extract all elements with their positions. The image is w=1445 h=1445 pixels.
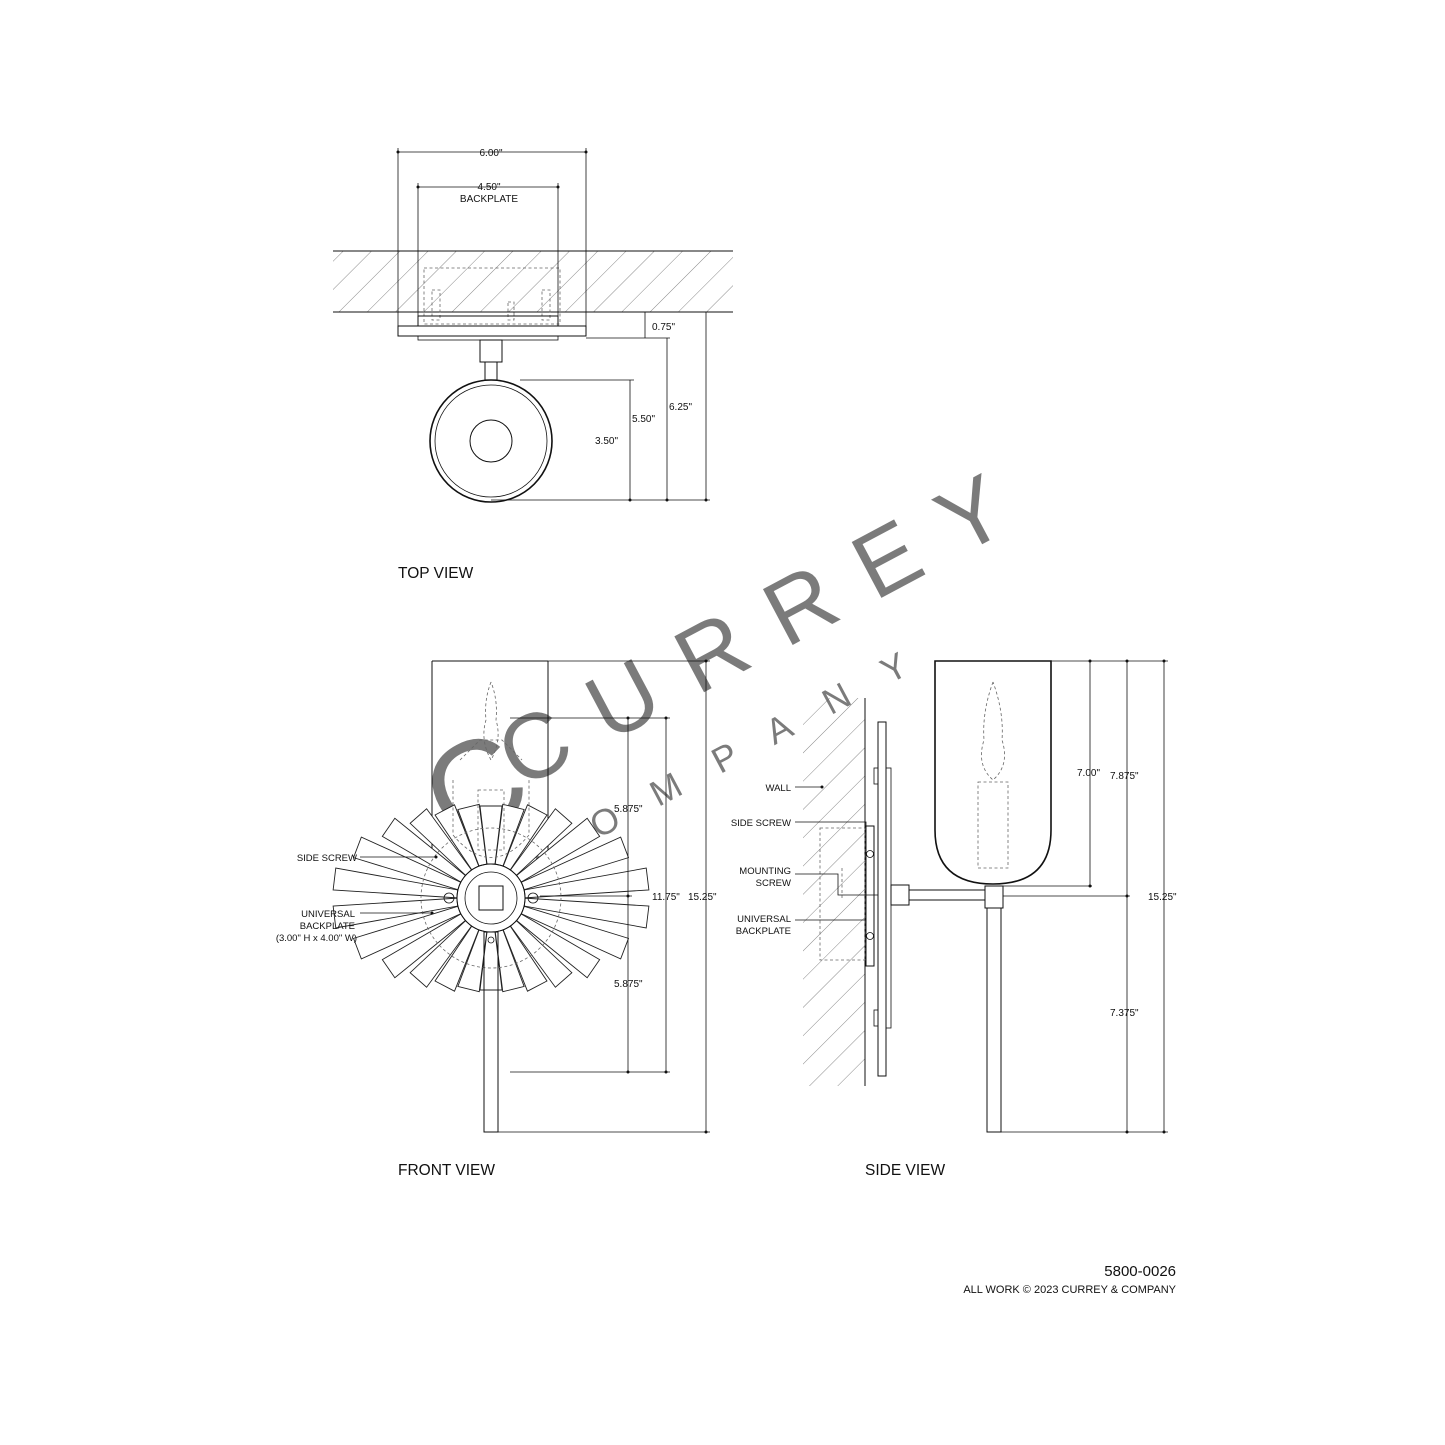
- side-callout-universal: UNIVERSAL: [737, 914, 791, 925]
- dim-side-top-to-arm: 7.875": [1110, 771, 1139, 782]
- side-callout-backplate: BACKPLATE: [736, 926, 791, 937]
- part-number: 5800-0026: [1104, 1263, 1176, 1280]
- dim-front-upper: 5.875": [614, 804, 643, 815]
- front-callout-backplate-size: (3.00" H x 4.00" W): [276, 933, 357, 944]
- side-view-wall-hatch: [803, 698, 865, 1086]
- side-view-backplate: [865, 825, 875, 967]
- dim-side-arm-to-bottom: 7.375": [1110, 1008, 1139, 1019]
- side-view-drawing: 7.00" 7.875" 7.375" 15.25" WALL SIDE SCR…: [731, 659, 1177, 1179]
- dim-top-projection-to-shade: 5.50": [632, 414, 655, 425]
- copyright-notice: ALL WORK © 2023 CURREY & COMPANY: [963, 1284, 1176, 1296]
- dim-top-overall-projection: 6.25": [669, 402, 692, 413]
- side-callout-side-screw: SIDE SCREW: [731, 818, 791, 829]
- dim-front-lower: 5.875": [614, 979, 643, 990]
- title-block: 5800-0026 ALL WORK © 2023 CURREY & COMPA…: [963, 1262, 1176, 1298]
- top-view-shade: [429, 379, 553, 503]
- top-view-backplate: [397, 325, 587, 337]
- dim-top-plate-depth: 0.75": [652, 322, 675, 333]
- side-view-label: SIDE VIEW: [865, 1162, 945, 1179]
- side-callout-screw: SCREW: [756, 878, 791, 889]
- front-callout-side-screw: SIDE SCREW: [297, 853, 357, 864]
- dim-side-shade-height: 7.00": [1077, 768, 1100, 779]
- sunburst-inner-ring: [420, 827, 562, 969]
- dim-top-backplate-width: 4.50": [477, 182, 500, 193]
- dim-top-backplate-label: BACKPLATE: [460, 194, 518, 205]
- front-view-label: FRONT VIEW: [398, 1162, 495, 1179]
- side-view-glass-shade: [934, 660, 1052, 885]
- dim-top-overall-width: 6.00": [479, 148, 502, 159]
- front-view-drawing: 5.875" 5.875" 11.75" 15.25" SIDE SCREW U…: [276, 659, 717, 1179]
- top-view-socket: [469, 419, 513, 463]
- dim-front-overall-height: 15.25": [688, 892, 717, 903]
- front-view-stem: [483, 931, 499, 1133]
- top-view-wall-hatch: [333, 251, 733, 312]
- top-view-drawing: 6.00" 4.50" BACKPLATE 0.75" 3.50" 5.50" …: [333, 148, 733, 582]
- front-callout-backplate: BACKPLATE: [300, 921, 355, 932]
- dim-front-backplate-height: 11.75": [652, 892, 680, 903]
- front-callout-universal: UNIVERSAL: [301, 909, 355, 920]
- side-view-stem: [986, 907, 1002, 1133]
- side-callout-mounting: MOUNTING: [739, 866, 791, 877]
- front-view-sunburst-plate: [332, 803, 650, 993]
- top-view-label: TOP VIEW: [398, 565, 474, 582]
- dim-side-overall-height: 15.25": [1148, 892, 1177, 903]
- side-callout-wall: WALL: [765, 783, 791, 794]
- dim-top-shade-diameter: 3.50": [595, 436, 618, 447]
